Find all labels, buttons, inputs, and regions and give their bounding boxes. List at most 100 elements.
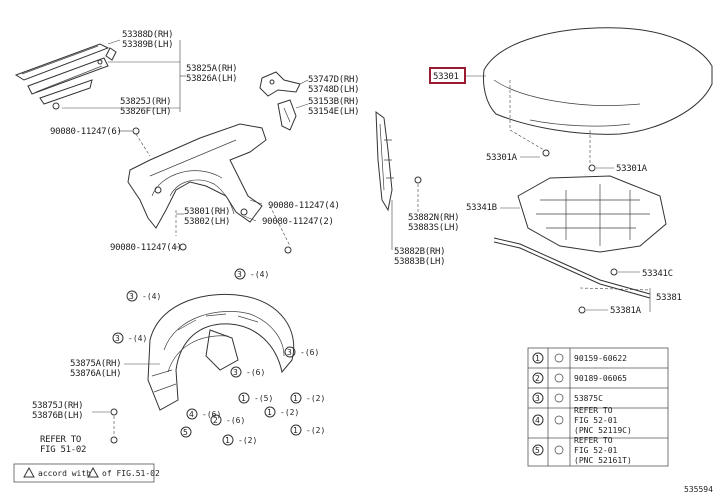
clip-icon xyxy=(578,306,586,314)
callout-number: 3 xyxy=(233,368,238,377)
callout-circle xyxy=(264,406,276,418)
label-53301: 53301 xyxy=(433,72,459,82)
label-53882b: 53882B(RH) xyxy=(394,247,445,257)
label-53825j: 53825J(RH) xyxy=(120,97,171,107)
fender-drawing xyxy=(127,123,267,229)
legend-part-text: FIG 52-01 xyxy=(574,446,618,455)
callout-number: 3 xyxy=(237,270,242,279)
label-53301a-right: 53301A xyxy=(616,164,648,174)
callout-1: 3 -(4) xyxy=(234,268,269,280)
callout-number: 2 xyxy=(213,416,218,425)
callout-9: 1-(2) xyxy=(290,392,325,404)
fastener-icon xyxy=(554,415,564,425)
label-53876a: 53876A(LH) xyxy=(70,369,121,379)
fender-trim-drawing xyxy=(14,43,117,110)
label-53153b: 53153B(RH) xyxy=(308,97,359,107)
callout-7: 1-(2) xyxy=(290,424,325,436)
legend-number: 2 xyxy=(535,374,540,383)
clip-icon xyxy=(610,268,618,276)
callout-qty: -(2) xyxy=(280,408,299,417)
legend-number-circle xyxy=(532,444,544,456)
callout-qty: -(4) xyxy=(142,292,161,301)
callout-13: 1-(5) xyxy=(238,392,273,404)
legend-number: 3 xyxy=(535,394,540,403)
label-53301a-left: 53301A xyxy=(486,153,518,163)
callout-3: 3-(4) xyxy=(112,332,147,344)
callout-circle xyxy=(290,424,302,436)
seal-strip-drawing xyxy=(493,237,651,299)
callout-12: 5 xyxy=(180,426,192,438)
fastener-icon xyxy=(554,445,564,455)
hood-drawing xyxy=(483,27,713,135)
warning-icon xyxy=(23,466,35,478)
legend-number: 5 xyxy=(535,446,540,455)
label-53747d: 53747D(RH) xyxy=(308,75,359,85)
label-53154e: 53154E(LH) xyxy=(308,107,359,117)
callout-5: 3 -(6) xyxy=(230,366,265,378)
callout-qty: -(6) xyxy=(226,416,245,425)
callout-qty: -(6) xyxy=(246,368,265,377)
label-53381: 53381 xyxy=(656,293,682,303)
fastener-icon xyxy=(554,353,564,363)
legend-row: 3 53875C xyxy=(532,392,603,404)
callout-qty: -(6) xyxy=(300,348,319,357)
callout-circle xyxy=(126,290,138,302)
bolt-icon xyxy=(132,127,140,135)
side-seal-drawing xyxy=(375,110,422,212)
callout-number: 1 xyxy=(241,394,246,403)
label-bolt-mid-1: 90080-11247(4) xyxy=(268,201,340,211)
callout-qty: -(6) xyxy=(202,410,221,419)
label-53883b: 53883B(LH) xyxy=(394,257,445,267)
legend-part-text: REFER TO xyxy=(574,436,613,445)
label-53826a: 53826A(LH) xyxy=(186,74,237,84)
label-53882n: 53882N(RH) xyxy=(408,213,459,223)
callout-circle xyxy=(112,332,124,344)
callout-qty: -(4) xyxy=(128,334,147,343)
label-53875a: 53875A(RH) xyxy=(70,359,121,369)
callout-circle xyxy=(180,426,192,438)
highlight-box xyxy=(429,67,466,84)
callout-10: 4 -(6) xyxy=(186,408,221,420)
legend-number-circle xyxy=(532,372,544,384)
footer-note: accord with of FIG.51-02 xyxy=(13,463,160,483)
label-53748d: 53748D(LH) xyxy=(308,85,359,95)
clip-icon xyxy=(110,408,118,416)
legend-part-text: (PNC 52119C) xyxy=(574,426,632,435)
legend-part-text: (PNC 52161T) xyxy=(574,456,632,465)
callout-group: 3-(4)3-(4)3-(4)3-(6)3-(6)1-(2)1-(2)1-(2)… xyxy=(112,268,325,446)
legend-part-text: 53875C xyxy=(574,394,603,403)
callout-6: 1 -(2) xyxy=(264,406,299,418)
callout-number: 3 xyxy=(287,348,292,357)
fastener-icon xyxy=(554,393,564,403)
callout-circle xyxy=(290,392,302,404)
legend-table xyxy=(527,347,669,467)
callout-number: 4 xyxy=(189,410,194,419)
legend-part-text: 90189-06065 xyxy=(574,374,627,383)
legend-number: 4 xyxy=(535,416,540,425)
diagram-id: 535594 xyxy=(684,485,713,494)
legend-part-text: 90159-60622 xyxy=(574,354,627,363)
legend-part-text: REFER TO xyxy=(574,406,613,415)
legend-number-circle xyxy=(532,414,544,426)
fastener-icon xyxy=(554,373,564,383)
label-53341b: 53341B xyxy=(466,203,497,213)
legend-part-text: FIG 52-01 xyxy=(574,416,618,425)
wheel-liner-drawing xyxy=(147,293,295,411)
footer-note-fig: of FIG.51-02 xyxy=(102,469,160,478)
label-53876b: 53876B(LH) xyxy=(32,411,83,421)
callout-number: 3 xyxy=(129,292,134,301)
callout-qty: -(4) xyxy=(250,270,269,279)
callout-number: 1 xyxy=(267,408,272,417)
bolt-icon xyxy=(284,246,292,254)
callout-circle xyxy=(234,268,246,280)
callout-qty: -(2) xyxy=(306,394,325,403)
callout-qty: -(2) xyxy=(238,436,257,445)
bolt-icon xyxy=(588,164,596,172)
label-53341c: 53341C xyxy=(642,269,673,279)
label-53826f: 53826F(LH) xyxy=(120,107,171,117)
label-53875j: 53875J(RH) xyxy=(32,401,83,411)
